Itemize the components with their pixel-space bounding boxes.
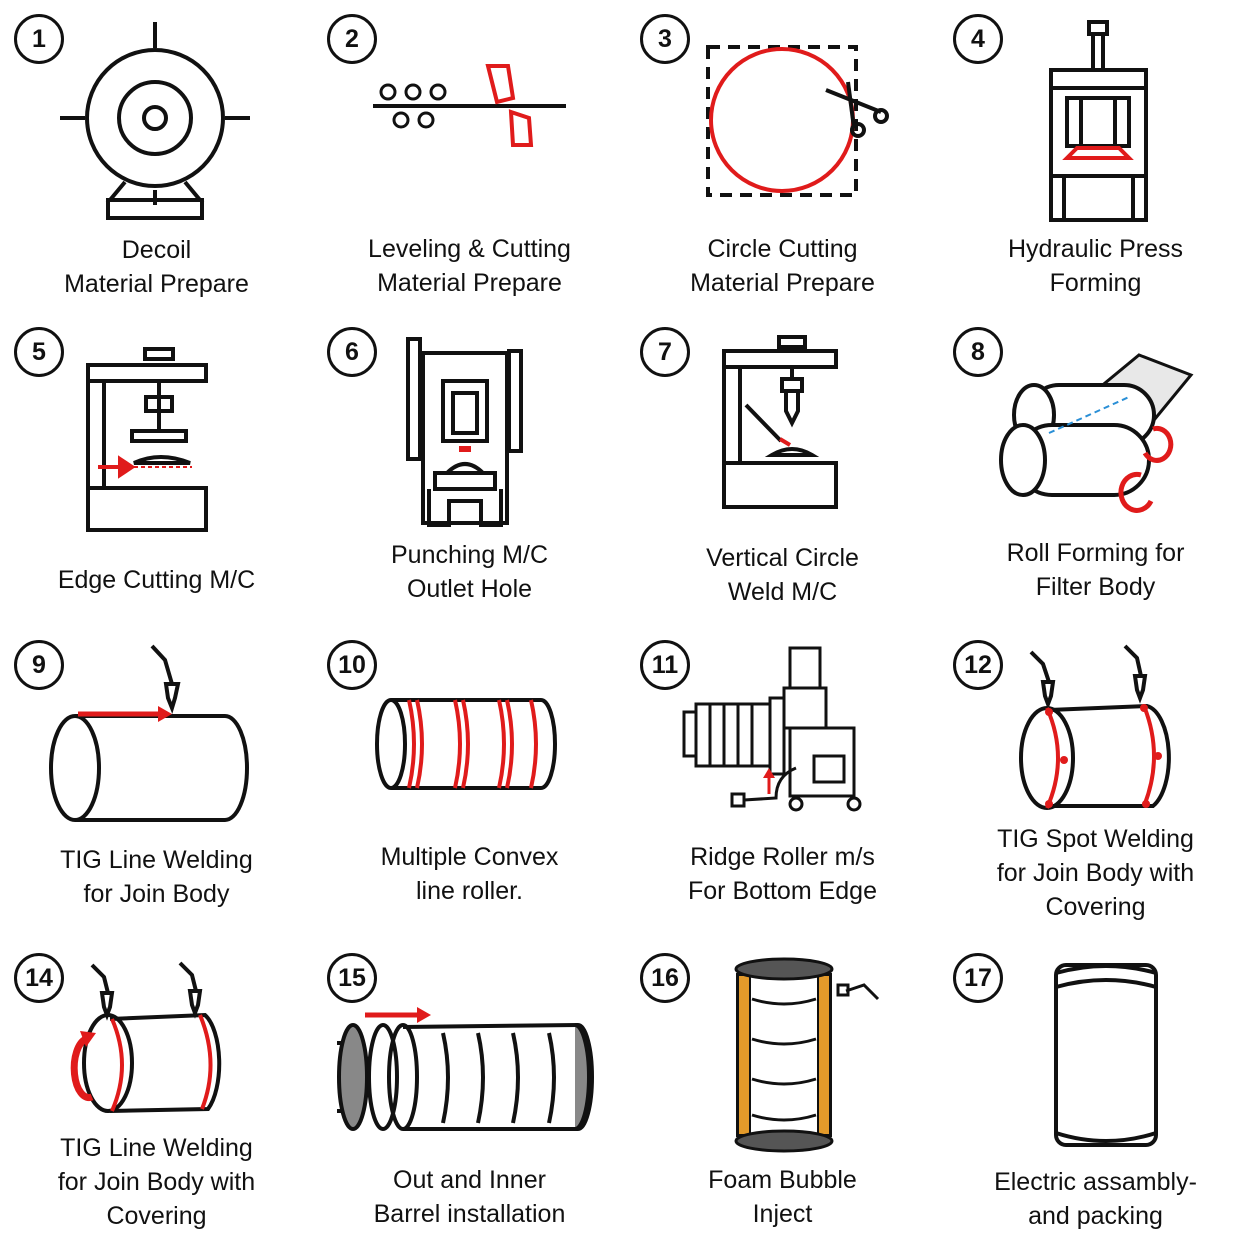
step-17: 17 Electric assambly-and packing <box>939 939 1252 1252</box>
tig-line-welding-covering-icon <box>70 961 222 1113</box>
step-number: 2 <box>327 14 377 64</box>
circle-cutting-icon <box>706 45 889 197</box>
step-number: 6 <box>327 327 377 377</box>
step-5: 5 Edge Cutting M/C <box>0 313 313 626</box>
punching-machine-icon <box>406 337 523 527</box>
packed-heater-icon <box>1054 963 1158 1147</box>
step-number: 17 <box>953 953 1003 1003</box>
step-number: 8 <box>953 327 1003 377</box>
edge-cutting-machine-icon <box>86 347 208 532</box>
step-caption: Edge Cutting M/C <box>57 566 256 594</box>
circle-weld-machine-icon <box>722 335 838 509</box>
step-number: 16 <box>640 953 690 1003</box>
step-number: 11 <box>640 640 690 690</box>
step-caption: Electric assambly-and packing <box>994 1168 1197 1230</box>
scissors-icon <box>825 81 889 138</box>
step-number: 14 <box>14 953 64 1003</box>
convex-roller-icon <box>375 698 557 790</box>
ridge-roller-machine-icon <box>682 646 862 812</box>
roll-forming-icon <box>999 353 1194 513</box>
hydraulic-press-icon <box>1049 20 1148 222</box>
step-number: 12 <box>953 640 1003 690</box>
barrel-installation-icon <box>337 1007 594 1131</box>
tig-line-welding-icon <box>49 644 249 822</box>
foam-inject-icon <box>734 957 880 1153</box>
step-number: 9 <box>14 640 64 690</box>
step-number: 3 <box>640 14 690 64</box>
leveling-cutting-icon <box>373 64 566 147</box>
step-number: 1 <box>14 14 64 64</box>
step-number: 10 <box>327 640 377 690</box>
step-number: 4 <box>953 14 1003 64</box>
step-number: 5 <box>14 327 64 377</box>
step-number: 15 <box>327 953 377 1003</box>
tig-spot-welding-icon <box>1019 644 1171 810</box>
decoiler-icon <box>60 22 250 220</box>
step-number: 7 <box>640 327 690 377</box>
